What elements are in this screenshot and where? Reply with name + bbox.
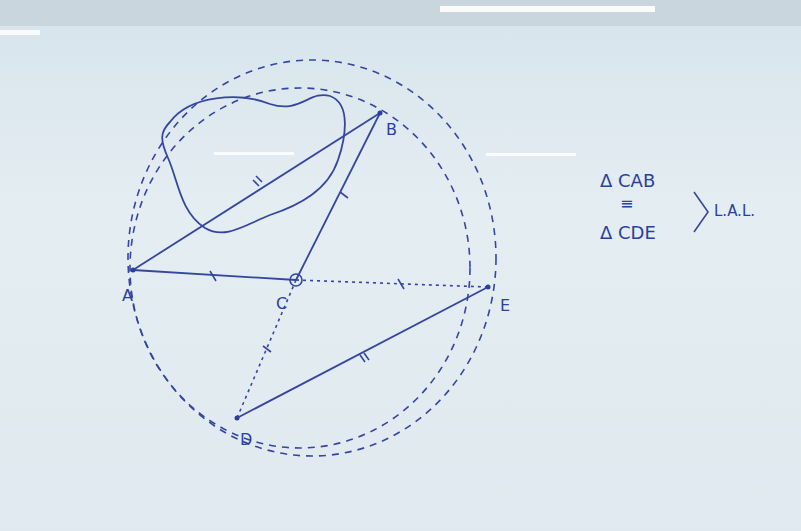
criterion-label: L.A.L. <box>714 204 755 219</box>
point-label: B <box>386 122 397 138</box>
point-label: D <box>240 432 252 448</box>
ceiling-light <box>0 30 40 35</box>
bracket <box>694 192 708 232</box>
board-top <box>0 0 801 26</box>
point-label: C <box>276 296 287 312</box>
segment-bc <box>296 113 380 280</box>
tick-mark <box>360 355 365 362</box>
closed-curve <box>162 95 345 232</box>
ceiling-light <box>440 6 655 12</box>
tick-mark <box>263 346 271 352</box>
point <box>378 111 383 116</box>
center-mark <box>290 274 302 286</box>
segment-ab <box>133 113 380 270</box>
segment-ac <box>133 270 296 280</box>
triangle-name: Δ CAB <box>600 172 655 190</box>
tick-mark <box>253 180 259 186</box>
tick-mark <box>210 271 216 281</box>
point <box>235 416 240 421</box>
segment-de <box>237 287 488 418</box>
point <box>131 268 136 273</box>
tick-mark <box>398 279 404 289</box>
segment-ce <box>296 280 488 287</box>
tick-mark <box>256 176 262 182</box>
tick-mark <box>364 353 369 360</box>
segment-cd <box>237 280 296 418</box>
point-label: E <box>500 298 510 314</box>
triangle-name: Δ CDE <box>600 224 656 242</box>
light-reflection <box>486 153 576 156</box>
light-reflection <box>214 152 294 155</box>
point-label: A <box>122 288 133 304</box>
congruence-sign: ≡ <box>620 196 633 212</box>
dashed-circle <box>128 60 496 456</box>
tick-mark <box>340 192 348 198</box>
dashed-circle <box>130 88 470 448</box>
point <box>486 285 491 290</box>
